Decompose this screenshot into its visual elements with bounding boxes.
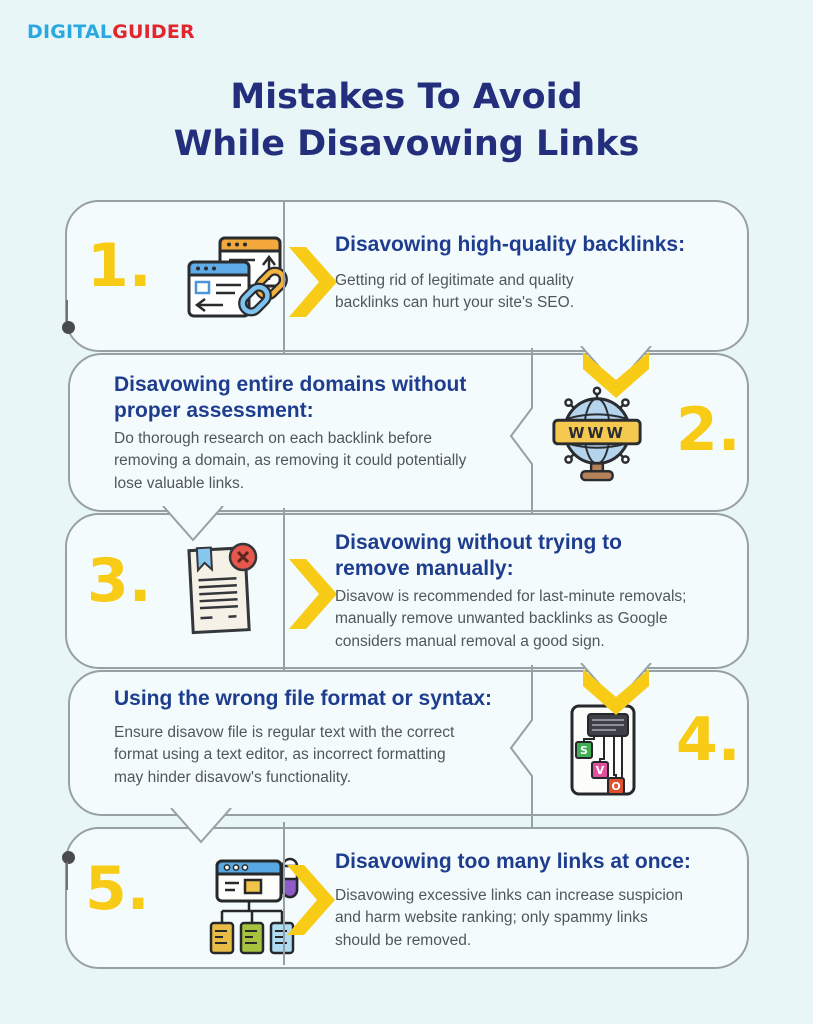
divider-bubble-5 — [283, 822, 285, 965]
mistake-4-number: 4. — [676, 705, 741, 775]
mistake-1-bubble: 1. Disavowing high-quality backlinks: G — [65, 200, 749, 352]
mistake-5-heading: Disavowing too many links at once: — [335, 850, 691, 873]
mistake-4-bubble: Using the wrong file format or syntax: E… — [68, 670, 749, 816]
mistake-2-body: Do thorough research on each backlink be… — [114, 430, 467, 492]
www-label: WWW — [568, 425, 625, 442]
digitalguider-logo: DIGITALGUIDER — [27, 21, 195, 43]
rejected-document-icon — [187, 542, 258, 635]
syntax-letter-s: S — [580, 744, 588, 757]
mistake-4-heading: Using the wrong file format or syntax: — [114, 687, 493, 710]
flow-end-dot — [62, 851, 75, 864]
mistake-4-body: Ensure disavow file is regular text with… — [114, 724, 455, 786]
syntax-letter-o: O — [611, 780, 620, 793]
mistake-1-heading: Disavowing high-quality backlinks: — [335, 233, 686, 256]
mistake-1-body: Getting rid of legitimate and quality ba… — [335, 272, 575, 312]
logo-part-digital: DIGITAL — [27, 21, 113, 43]
browser-link-icon — [187, 236, 288, 318]
syntax-letter-v: V — [596, 764, 605, 777]
mistake-3-number: 3. — [87, 546, 152, 616]
file-syntax-icon: S V O — [570, 704, 636, 796]
page-title: Mistakes To Avoid While Disavowing Links — [173, 77, 640, 165]
mistake-3-heading: Disavowing without trying to remove manu… — [335, 531, 622, 581]
tail-bubble-2-down — [162, 506, 224, 542]
logo-part-guider: GUIDER — [112, 21, 195, 43]
mistake-3-bubble: 3. Disavowing without trying to remove m… — [65, 513, 749, 669]
mistake-5-bubble: 5. — [65, 827, 749, 969]
mistake-3-body: Disavow is recommended for last-minute r… — [335, 588, 687, 650]
divider-bubble-1 — [283, 200, 285, 353]
chevron-right-icon — [287, 865, 335, 935]
globe-www-icon: WWW — [552, 386, 642, 482]
mistake-5-number: 5. — [85, 854, 150, 924]
flow-start-dot — [62, 321, 75, 334]
chevron-right-icon — [289, 559, 337, 629]
tail-bubble-4-down — [170, 808, 232, 844]
divider-bubble-3 — [283, 508, 285, 670]
mistake-2-number: 2. — [676, 395, 741, 465]
mistake-2-bubble: Disavowing entire domains without proper… — [68, 353, 749, 512]
chevron-down-icon — [583, 669, 649, 715]
flow-end-stem — [66, 862, 68, 890]
mistake-2-heading: Disavowing entire domains without proper… — [114, 373, 467, 423]
chevron-right-icon — [289, 247, 337, 317]
divider-bubble-4-notch — [509, 665, 533, 828]
divider-bubble-2-notch — [509, 348, 533, 513]
mistake-1-number: 1. — [87, 231, 152, 301]
flow-start-stem — [66, 300, 68, 324]
chevron-down-icon — [583, 352, 649, 398]
mistake-5-body: Disavowing excessive links can increase … — [335, 887, 684, 949]
